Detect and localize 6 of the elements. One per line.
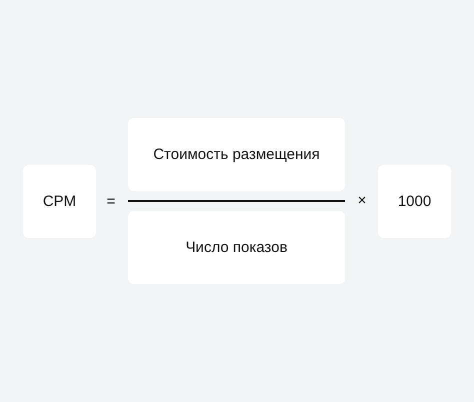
term-text: 1000 — [398, 192, 432, 210]
operator-symbol: × — [358, 192, 366, 210]
term-text: Число показов — [186, 238, 288, 256]
term-text: Стоимость размещения — [153, 146, 320, 164]
term-text: CPM — [42, 192, 76, 210]
operator-symbol: = — [106, 193, 116, 211]
